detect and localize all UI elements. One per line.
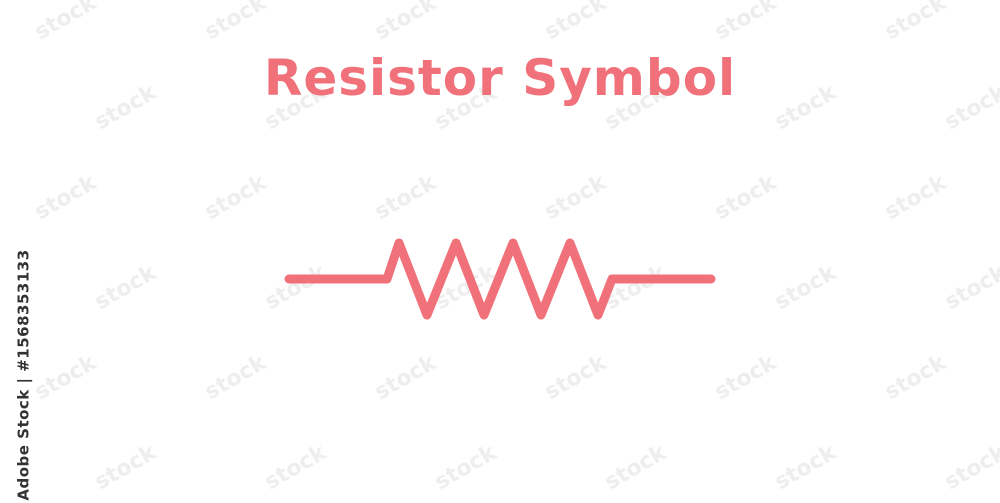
stock-id-text: Adobe Stock | #1568353133 <box>15 249 34 501</box>
resistor-zigzag-line <box>284 238 716 320</box>
stock-id-label: Adobe Stock | #1568353133 <box>4 249 44 500</box>
page-title: Resistor Symbol <box>263 49 737 107</box>
